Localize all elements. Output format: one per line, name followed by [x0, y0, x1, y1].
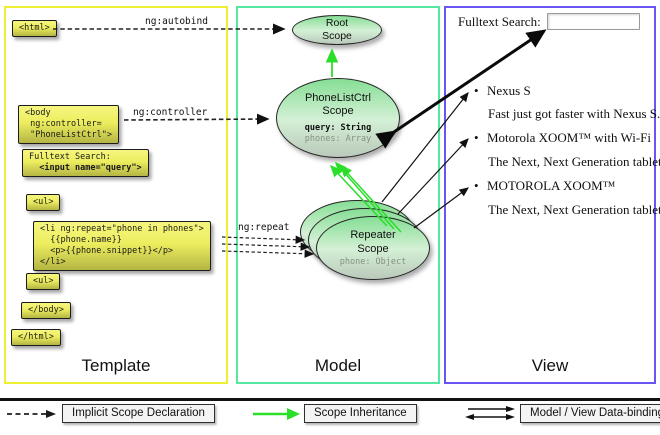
legend-scope-inheritance: Scope Inheritance	[304, 404, 417, 423]
view-item-nexus: • Nexus S	[474, 83, 531, 99]
legend-divider	[0, 398, 660, 401]
code-box-ul-close: <ul>	[26, 273, 61, 291]
model-column: Model	[236, 6, 440, 384]
code-box-html-open: <html>	[12, 20, 57, 38]
root-scope-title: Root Scope	[322, 17, 352, 42]
code-box-fulltext-search: Fulltext Search: <input name="query">	[22, 149, 149, 178]
ng-controller-label: ng:controller	[133, 107, 208, 118]
view-item-nexus-snippet: Fast just got faster with Nexus S.	[488, 106, 660, 121]
legend-implicit-scope: Implicit Scope Declaration	[62, 404, 215, 423]
legend-databinding: Model / View Data-binding	[520, 404, 660, 423]
view-item-name: Motorola XOOM™ with Wi-Fi	[487, 130, 652, 145]
view-column: View	[444, 6, 656, 384]
bullet-icon: •	[474, 178, 479, 193]
view-item-xoom: • MOTOROLA XOOM™	[474, 178, 615, 194]
code-box-ul-open: <ul>	[26, 194, 61, 212]
phonelistctrl-query-prop: query: String	[304, 123, 372, 134]
root-scope-ellipse: Root Scope	[292, 15, 382, 45]
code-box-body-open: <body ng:controller= "PhoneListCtrl">	[18, 105, 119, 145]
code-fulltext-label: Fulltext Search:	[29, 152, 111, 162]
bullet-icon: •	[474, 130, 479, 145]
phonelistctrl-phones-prop: phones: Array	[304, 134, 372, 145]
model-column-label: Model	[314, 356, 362, 375]
fulltext-search-input[interactable]	[547, 13, 640, 30]
repeater-phone-prop: phone: Object	[339, 256, 407, 267]
code-box-body-close: </body>	[21, 302, 71, 320]
view-column-label: View	[531, 356, 569, 375]
green-arrow-icon	[253, 408, 300, 420]
view-item-xoom-snippet: The Next, Next Generation tablet.	[488, 202, 660, 217]
template-column-label: Template	[81, 356, 151, 375]
view-item-name: Nexus S	[487, 83, 531, 98]
bullet-icon: •	[474, 83, 479, 98]
fulltext-search-label: Fulltext Search:	[458, 14, 541, 29]
double-arrow-icon	[465, 406, 515, 420]
code-input-tag: <input name="query">	[29, 163, 142, 174]
view-item-xoom-wifi-snippet: The Next, Next Generation tablet.	[488, 154, 660, 169]
view-item-xoom-wifi: • Motorola XOOM™ with Wi-Fi	[474, 130, 651, 146]
phonelistctrl-scope-title: PhoneListCtrl Scope	[304, 91, 372, 117]
dashed-arrow-icon	[7, 410, 56, 418]
phonelistctrl-scope-ellipse: PhoneListCtrl Scope query: String phones…	[276, 78, 400, 158]
view-item-name: MOTOROLA XOOM™	[487, 178, 616, 193]
repeater-scope-ellipse-front: Repeater Scope phone: Object	[316, 216, 430, 280]
code-box-html-close: </html>	[11, 329, 61, 347]
ng-autobind-label: ng:autobind	[145, 16, 208, 27]
repeater-scope-title: Repeater Scope	[350, 229, 396, 255]
ng-repeat-label: ng:repeat	[238, 222, 290, 233]
code-box-li-repeat: <li ng:repeat="phone in phones"> {{phone…	[33, 221, 211, 272]
